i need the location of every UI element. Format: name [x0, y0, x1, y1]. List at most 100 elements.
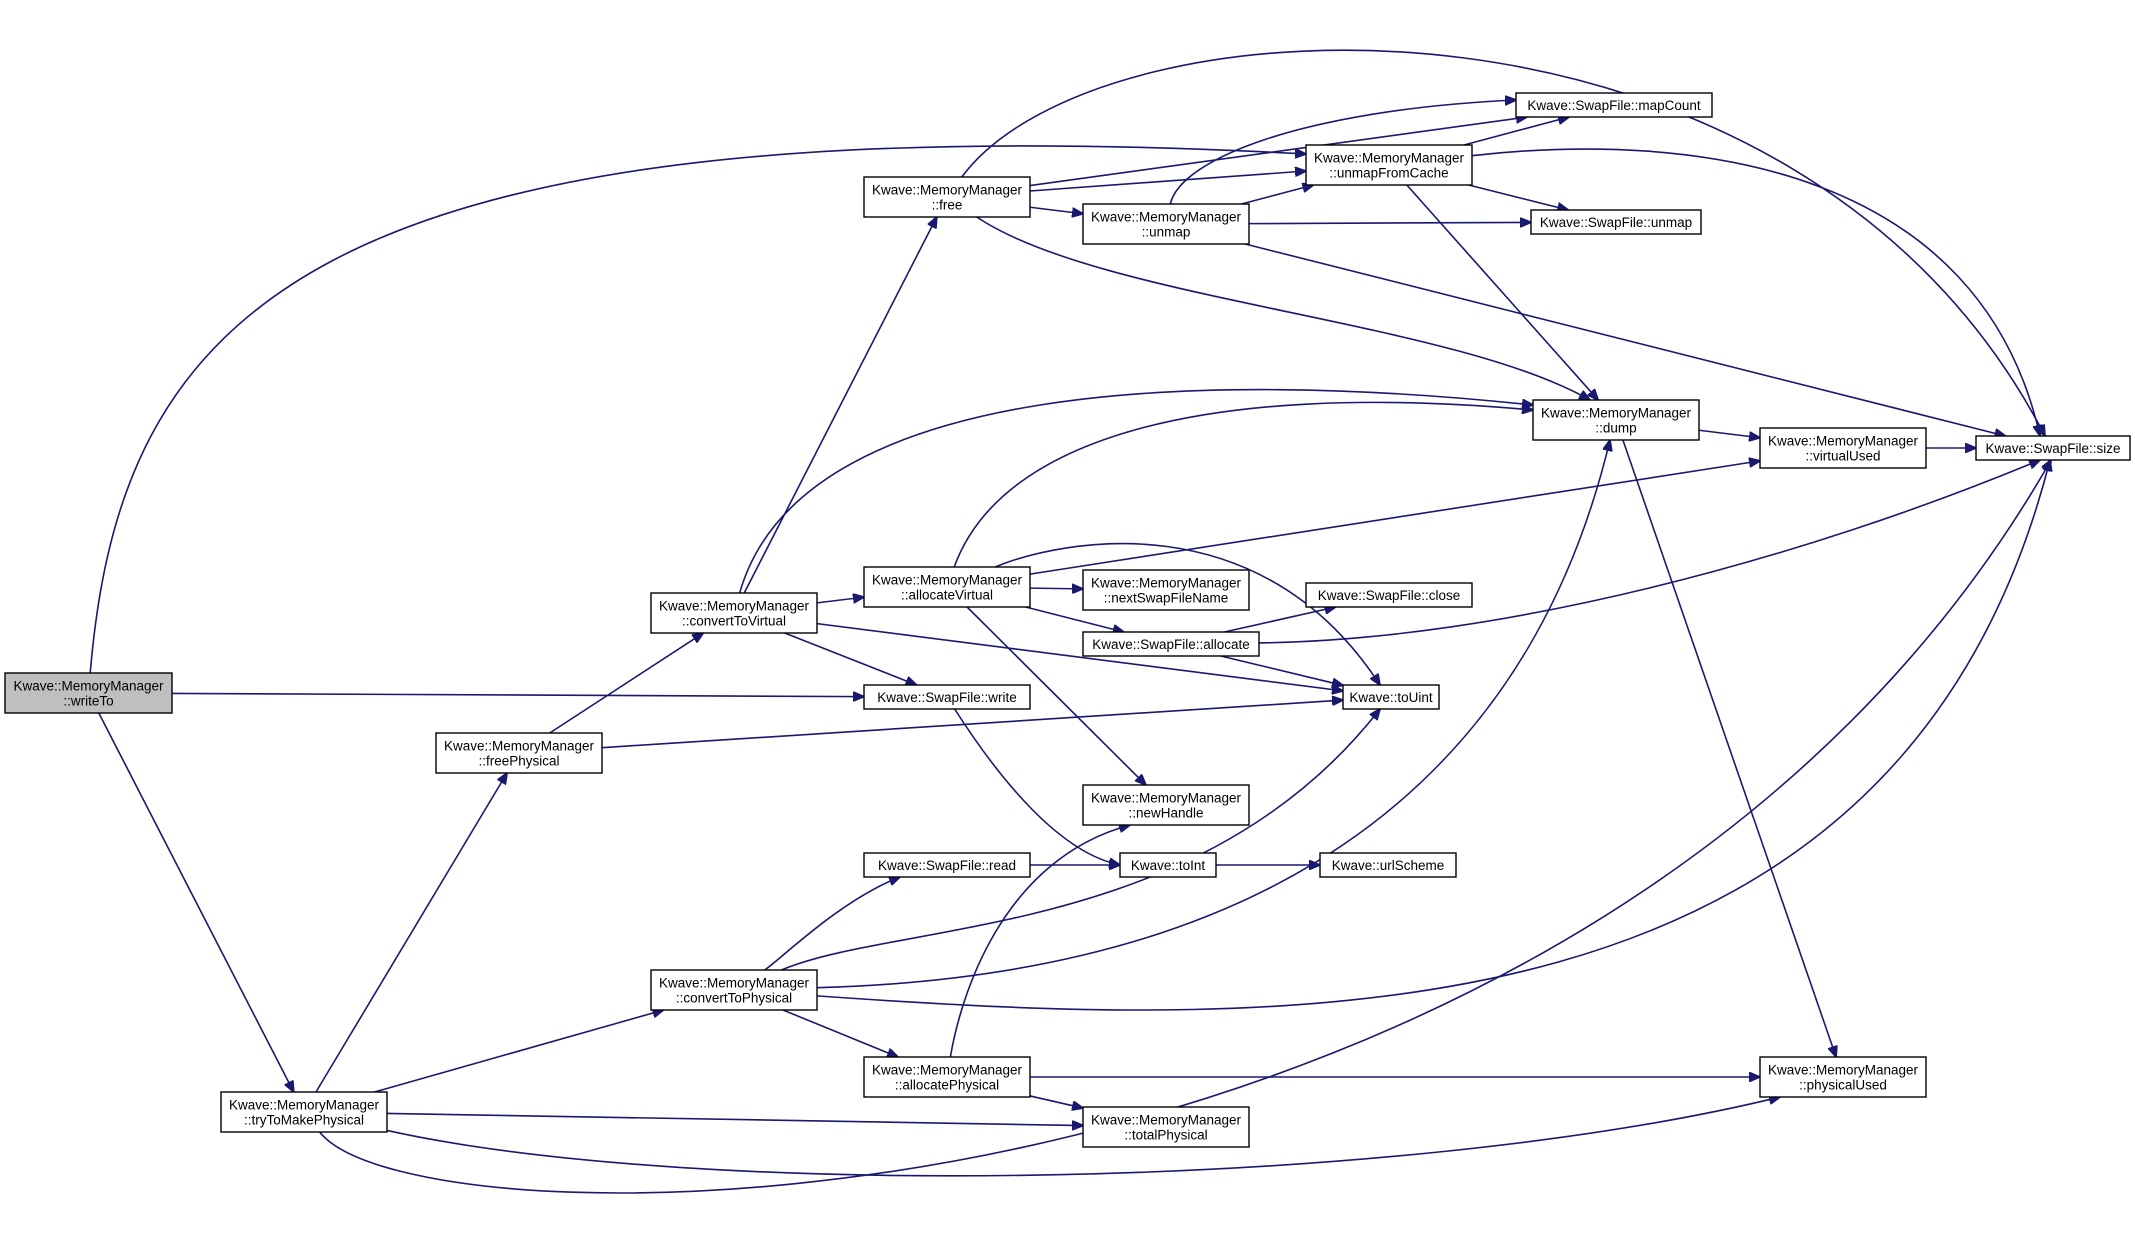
node-box	[863, 1056, 1031, 1098]
node-label-line: Kwave::MemoryManager	[872, 573, 1023, 588]
edge-allocateVirtual-to-newHandle	[966, 606, 1146, 785]
node-label-line: ::unmapFromCache	[1329, 166, 1448, 181]
edge-tryToMakePhysical-to-physicalUsed	[386, 1097, 1780, 1177]
edge-free-to-unmap	[1029, 206, 1083, 214]
node-convertToVirtual[interactable]: Kwave::MemoryManager::convertToVirtual	[650, 592, 818, 634]
edge-free-to-mapCount	[1029, 117, 1527, 187]
edge-unmapFromCache-to-dump	[1406, 184, 1598, 400]
edge-tryToMakePhysical-to-freePhysical	[315, 773, 507, 1093]
node-totalPhysical[interactable]: Kwave::MemoryManager::totalPhysical	[1082, 1106, 1250, 1148]
node-box	[1319, 852, 1457, 878]
node-box	[220, 1091, 388, 1133]
node-label-line: ::totalPhysical	[1124, 1128, 1207, 1143]
node-label-line: ::newHandle	[1128, 806, 1203, 821]
edge-allocatePhysical-to-totalPhysical	[1029, 1095, 1083, 1108]
edge-swAllocate-to-toUint	[1220, 655, 1343, 685]
node-label-line: ::nextSwapFileName	[1104, 591, 1229, 606]
node-mapCount[interactable]: Kwave::SwapFile::mapCount	[1515, 92, 1713, 118]
node-label-line: ::writeTo	[63, 694, 113, 709]
node-box	[863, 684, 1031, 710]
edge-allocateVirtual-to-virtualUsed	[1029, 461, 1760, 575]
node-box	[1082, 569, 1250, 611]
node-swClose[interactable]: Kwave::SwapFile::close	[1305, 582, 1473, 608]
node-label-line: Kwave::MemoryManager	[1091, 791, 1242, 806]
node-label-line: ::physicalUsed	[1799, 1078, 1887, 1093]
node-label-line: Kwave::MemoryManager	[1768, 434, 1919, 449]
node-label-line: ::tryToMakePhysical	[244, 1113, 364, 1128]
edge-allocateVirtual-to-toUint	[994, 542, 1380, 685]
edge-convertToVirtual-to-swWrite	[784, 632, 917, 685]
node-toInt[interactable]: Kwave::toInt	[1119, 852, 1217, 878]
node-label-line: Kwave::urlScheme	[1332, 858, 1445, 873]
node-swRead[interactable]: Kwave::SwapFile::read	[863, 852, 1031, 878]
node-box	[650, 592, 818, 634]
node-virtualUsed[interactable]: Kwave::MemoryManager::virtualUsed	[1759, 427, 1927, 469]
node-dump[interactable]: Kwave::MemoryManager::dump	[1532, 399, 1700, 441]
node-box	[1305, 144, 1473, 186]
node-newHandle[interactable]: Kwave::MemoryManager::newHandle	[1082, 784, 1250, 826]
edge-tryToMakePhysical-to-size	[319, 460, 2051, 1194]
node-box	[1082, 1106, 1250, 1148]
node-label-line: ::allocatePhysical	[895, 1078, 999, 1093]
edge-writeTo-to-swWrite	[171, 693, 864, 696]
node-box	[1759, 1056, 1927, 1098]
node-swUnmap[interactable]: Kwave::SwapFile::unmap	[1530, 209, 1702, 235]
node-label-line: ::convertToPhysical	[676, 991, 792, 1006]
node-box	[1342, 684, 1440, 710]
edge-allocateVirtual-to-nextSwapFileName	[1029, 588, 1083, 589]
node-box	[1759, 427, 1927, 469]
edge-tryToMakePhysical-to-convertToPhysical	[374, 1010, 663, 1093]
node-urlScheme[interactable]: Kwave::urlScheme	[1319, 852, 1457, 878]
node-label-line: Kwave::MemoryManager	[229, 1098, 380, 1113]
node-free[interactable]: Kwave::MemoryManager::free	[863, 176, 1031, 218]
node-size[interactable]: Kwave::SwapFile::size	[1975, 435, 2131, 461]
edge-unmapFromCache-to-mapCount	[1463, 117, 1569, 146]
node-swWrite[interactable]: Kwave::SwapFile::write	[863, 684, 1031, 710]
node-allocateVirtual[interactable]: Kwave::MemoryManager::allocateVirtual	[863, 566, 1031, 608]
node-label-line: Kwave::SwapFile::size	[1985, 441, 2120, 456]
node-freePhysical[interactable]: Kwave::MemoryManager::freePhysical	[435, 732, 603, 774]
edge-freePhysical-to-toUint	[601, 700, 1343, 749]
node-label-line: Kwave::toUint	[1349, 690, 1433, 705]
node-unmap[interactable]: Kwave::MemoryManager::unmap	[1082, 203, 1250, 245]
edge-dump-to-virtualUsed	[1698, 429, 1760, 438]
edge-convertToVirtual-to-dump	[738, 388, 1533, 594]
node-label-line: Kwave::SwapFile::write	[877, 690, 1017, 705]
node-unmapFromCache[interactable]: Kwave::MemoryManager::unmapFromCache	[1305, 144, 1473, 186]
edge-dump-to-physicalUsed	[1622, 439, 1836, 1057]
node-label-line: Kwave::MemoryManager	[1541, 406, 1692, 421]
edge-writeTo-to-tryToMakePhysical	[98, 712, 294, 1092]
edge-free-to-size	[961, 49, 2045, 436]
node-label-line: Kwave::MemoryManager	[1091, 1113, 1242, 1128]
node-label-line: Kwave::SwapFile::allocate	[1092, 637, 1250, 652]
edge-unmapFromCache-to-swUnmap	[1468, 184, 1569, 210]
node-label-line: Kwave::SwapFile::unmap	[1540, 215, 1692, 230]
node-label-line: Kwave::MemoryManager	[1314, 151, 1465, 166]
node-box	[863, 852, 1031, 878]
edge-convertToVirtual-to-free	[743, 217, 937, 594]
node-box	[4, 672, 173, 714]
node-box	[863, 176, 1031, 218]
node-label-line: ::unmap	[1142, 225, 1191, 240]
edge-convertToPhysical-to-size	[816, 460, 2050, 1011]
edge-unmap-to-mapCount	[1169, 100, 1516, 205]
node-allocatePhysical[interactable]: Kwave::MemoryManager::allocatePhysical	[863, 1056, 1031, 1098]
node-convertToPhysical[interactable]: Kwave::MemoryManager::convertToPhysical	[650, 969, 818, 1011]
node-toUint[interactable]: Kwave::toUint	[1342, 684, 1440, 710]
edges-layer	[89, 49, 2051, 1194]
node-box	[1082, 631, 1260, 657]
edge-convertToVirtual-to-toUint	[816, 622, 1343, 691]
node-box	[1082, 203, 1250, 245]
node-label-line: Kwave::toInt	[1131, 858, 1206, 873]
edge-convertToPhysical-to-toUint	[781, 709, 1380, 971]
node-tryToMakePhysical[interactable]: Kwave::MemoryManager::tryToMakePhysical	[220, 1091, 388, 1133]
edge-free-to-unmapFromCache	[1029, 171, 1306, 192]
node-nextSwapFileName[interactable]: Kwave::MemoryManager::nextSwapFileName	[1082, 569, 1250, 611]
edge-free-to-dump	[976, 216, 1590, 400]
node-physicalUsed[interactable]: Kwave::MemoryManager::physicalUsed	[1759, 1056, 1927, 1098]
node-writeTo[interactable]: Kwave::MemoryManager::writeTo	[4, 672, 173, 714]
node-label-line: Kwave::MemoryManager	[13, 679, 164, 694]
edge-swWrite-to-toInt	[953, 708, 1120, 865]
node-swAllocate[interactable]: Kwave::SwapFile::allocate	[1082, 631, 1260, 657]
